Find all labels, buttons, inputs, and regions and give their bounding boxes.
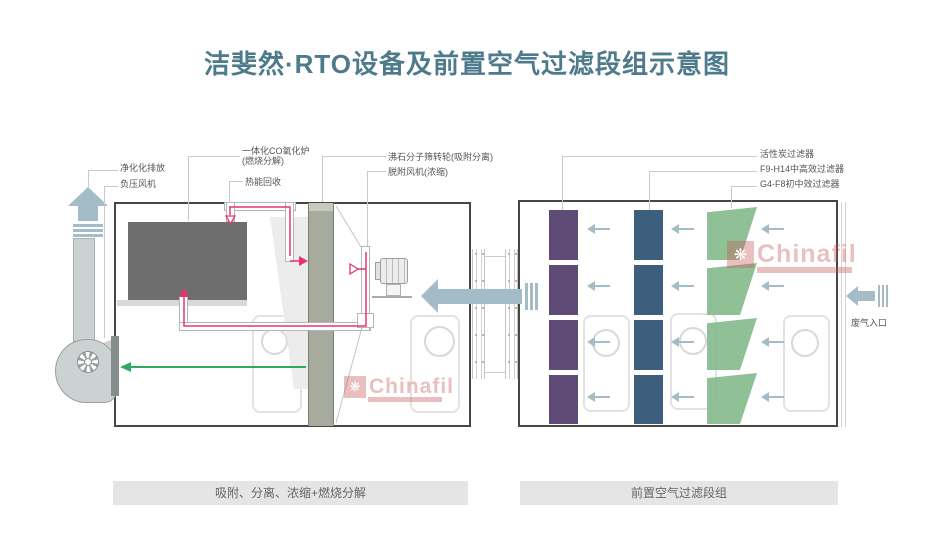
pipe-top-left-stub — [226, 202, 235, 222]
flow-arrow-tail-stripe — [535, 283, 538, 310]
motor-stand — [386, 284, 401, 296]
leader-line — [104, 186, 105, 338]
duct-flange — [472, 249, 485, 379]
watermark: ❋ Chinafil — [344, 376, 454, 398]
main-flow-arrow-shaft — [437, 289, 522, 304]
waste-gas-arrow-stripe — [882, 285, 884, 307]
leader-line — [322, 156, 323, 202]
leader-line — [562, 156, 757, 157]
leader-line — [88, 170, 118, 171]
airflow-arrow-icon — [761, 337, 784, 347]
airflow-arrow-icon — [587, 281, 610, 291]
door-porthole — [261, 328, 288, 355]
label-waste-gas-inlet: 废气入口 — [851, 318, 888, 328]
leader-line — [229, 181, 230, 203]
door-porthole — [791, 329, 819, 357]
inlet-wall-line — [841, 202, 842, 427]
label-heat-recovery: 热能回收 — [245, 177, 282, 187]
pipe-riser-flange — [357, 313, 374, 328]
leader-line — [104, 186, 118, 187]
co-oxidizer-chamber — [128, 222, 247, 300]
fan-wheel-hub — [84, 358, 92, 366]
watermark-banner — [368, 397, 442, 402]
airflow-arrow-icon — [587, 392, 610, 402]
airflow-arrow-icon — [671, 281, 694, 291]
flow-arrow-tail-stripe — [525, 283, 528, 310]
door-porthole — [424, 326, 455, 357]
leader-line — [188, 156, 189, 221]
leader-line — [731, 186, 732, 208]
motor-end-cap — [375, 262, 381, 280]
label-negative-pressure-fan: 负压风机 — [120, 179, 157, 189]
waste-gas-arrow-shaft — [857, 291, 875, 301]
motor-base-line — [372, 296, 412, 298]
zeolite-wheel-column — [308, 203, 334, 426]
f9-h14-filter-bank — [634, 210, 663, 424]
leader-line — [562, 156, 563, 210]
watermark-brand: Chinafil — [369, 375, 454, 398]
flow-arrow-tail-stripe — [530, 283, 533, 310]
waste-gas-arrow-stripe — [878, 285, 880, 307]
leader-line — [731, 186, 757, 187]
chinafil-flower-icon: ❋ — [727, 241, 754, 268]
leader-line — [649, 171, 650, 210]
label-desorption-fan: 脱附风机(浓缩) — [388, 167, 448, 177]
door-porthole — [592, 329, 620, 357]
label-zeolite-wheel: 沸石分子筛转轮(吸附分离) — [388, 152, 493, 162]
page-title: 洁斐然·RTO设备及前置空气过滤段组示意图 — [203, 49, 731, 79]
exhaust-stack-duct — [73, 238, 95, 342]
main-flow-arrowhead-icon — [421, 279, 438, 313]
exhaust-arrow-stripe — [73, 234, 103, 237]
blower-wall-plate — [111, 336, 119, 396]
leader-line — [367, 171, 368, 246]
label-purified-discharge: 净化化排放 — [120, 163, 166, 173]
exhaust-arrow-shaft — [78, 205, 98, 221]
leader-line — [88, 170, 89, 187]
label-activated-carbon: 活性炭过滤器 — [760, 149, 815, 159]
airflow-arrow-icon — [671, 224, 694, 234]
filter-caption-bar: 前置空气过滤段组 — [520, 481, 838, 505]
desorption-fan-motor — [380, 258, 408, 284]
inlet-wall-line — [845, 202, 846, 427]
zeolite-wheel-cap — [309, 203, 333, 211]
activated-carbon-filter-bank — [549, 210, 578, 424]
airflow-arrow-icon — [671, 392, 694, 402]
watermark-brand: Chinafil — [757, 240, 857, 268]
filter-unit-box — [518, 200, 838, 427]
duct-top-edge — [472, 256, 518, 257]
rto-caption-bar: 吸附、分离、浓缩+燃烧分解 — [113, 481, 468, 505]
leader-line — [649, 171, 757, 172]
airflow-arrow-icon — [671, 337, 694, 347]
label-co-oxidizer-sub: (燃烧分解) — [242, 156, 284, 166]
exhaust-arrow-stripe — [73, 229, 103, 232]
waste-gas-arrow-stripe — [886, 285, 888, 307]
airflow-arrow-icon — [761, 224, 784, 234]
label-pre-filter: G4-F8初中效过滤器 — [760, 179, 840, 189]
label-medium-high-filter: F9-H14中高效过滤器 — [760, 164, 845, 174]
leader-line — [188, 156, 240, 157]
waste-gas-arrowhead-icon — [846, 286, 858, 306]
airflow-arrow-icon — [587, 224, 610, 234]
airflow-arrow-icon — [761, 281, 784, 291]
airflow-arrow-icon — [761, 392, 784, 402]
exhaust-arrow-stripe — [73, 224, 103, 227]
duct-bottom-edge — [472, 372, 518, 373]
pipe-bottom-horizontal — [179, 322, 371, 331]
leader-line — [367, 171, 386, 172]
watermark: ❋ Chinafil — [727, 241, 857, 268]
duct-flange — [505, 249, 518, 379]
chinafil-flower-icon: ❋ — [344, 376, 366, 398]
watermark-banner — [757, 267, 852, 273]
exhaust-arrowhead-icon — [68, 187, 108, 206]
label-co-oxidizer: 一体化CO氧化炉 — [242, 146, 310, 156]
leader-line — [229, 181, 243, 182]
airflow-arrow-icon — [587, 337, 610, 347]
pipe-top-right-drop — [285, 202, 294, 262]
leader-line — [322, 156, 386, 157]
